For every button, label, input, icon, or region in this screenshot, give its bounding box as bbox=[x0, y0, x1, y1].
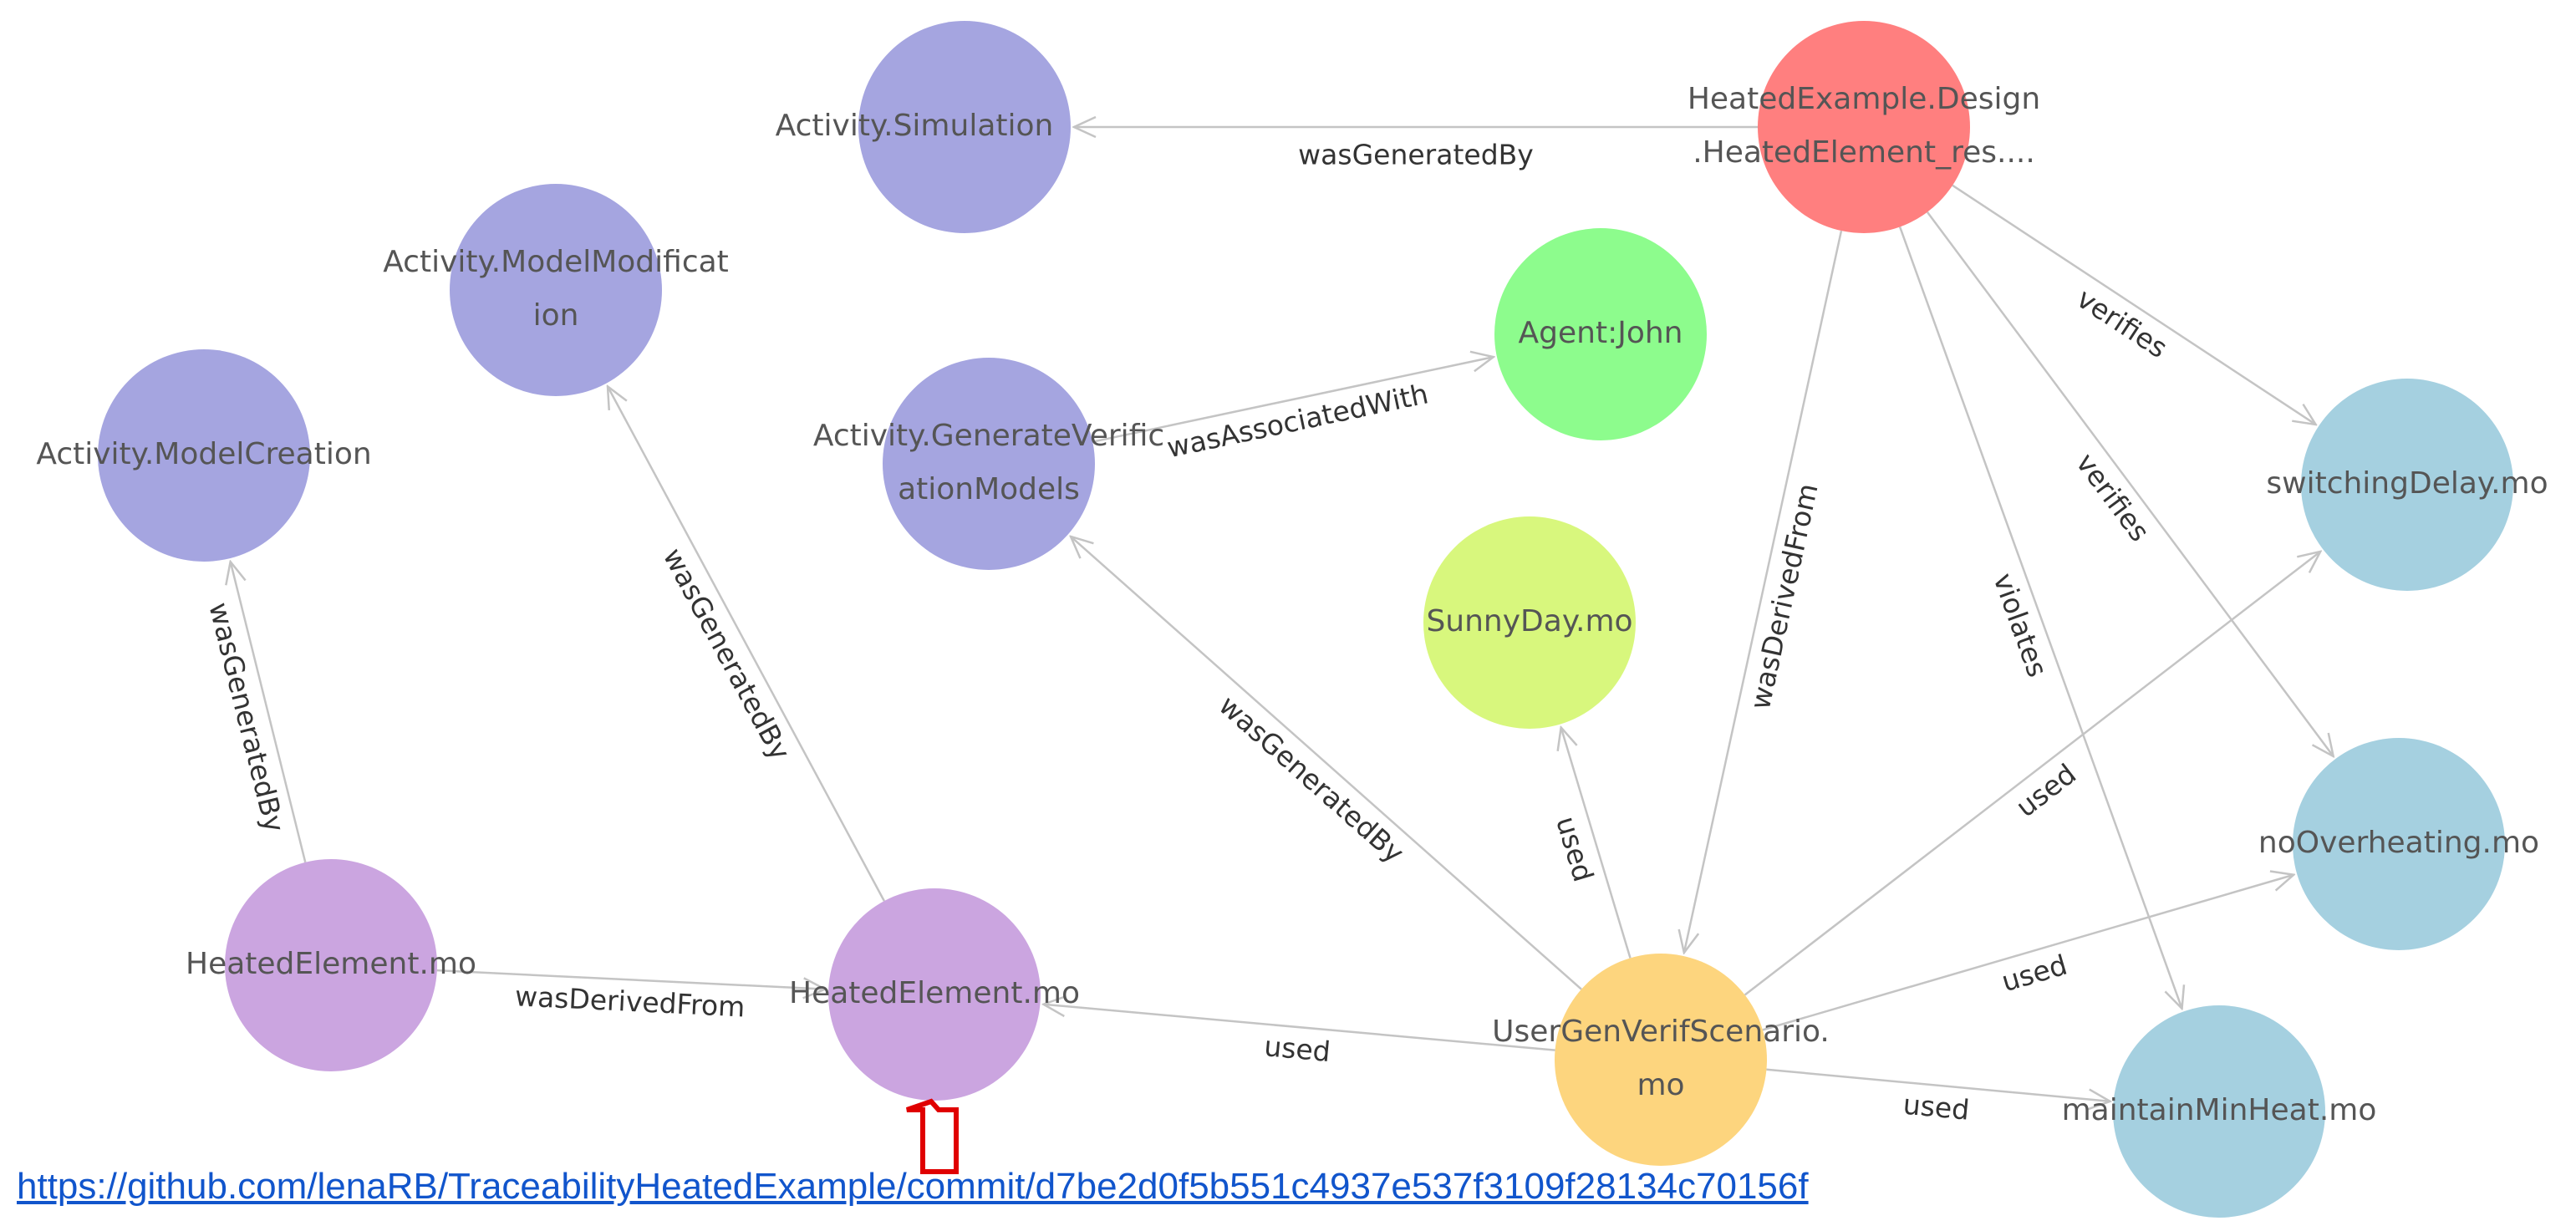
node-circle bbox=[828, 888, 1041, 1101]
node-label: UserGenVerifScenario. bbox=[1492, 1015, 1830, 1049]
node-circle bbox=[1555, 954, 1767, 1166]
edge-line bbox=[1762, 875, 2293, 1031]
node-label: HeatedElement.mo bbox=[186, 947, 476, 981]
node-circle bbox=[1423, 516, 1636, 729]
edge-label: wasGeneratedBy bbox=[657, 542, 797, 766]
node-he2[interactable]: HeatedElement.mo bbox=[789, 888, 1080, 1101]
edge-res-switch[interactable]: verifies bbox=[1952, 184, 2316, 425]
node-circle bbox=[858, 21, 1071, 233]
node-label: maintainMinHeat.mo bbox=[2062, 1093, 2377, 1127]
edge-user-sunny[interactable]: used bbox=[1550, 727, 1632, 959]
node-label: ion bbox=[533, 298, 579, 333]
edge-label: used bbox=[1263, 1030, 1332, 1068]
node-res[interactable]: HeatedExample.Design .HeatedElement_res..… bbox=[1688, 21, 2040, 233]
node-circle bbox=[225, 859, 437, 1071]
edge-line bbox=[1043, 1005, 1555, 1051]
edge-line bbox=[1071, 537, 1582, 990]
node-switch[interactable]: switchingDelay.mo bbox=[2266, 379, 2548, 591]
node-user[interactable]: UserGenVerifScenario. mo bbox=[1492, 954, 1830, 1166]
edge-label: used bbox=[2009, 757, 2082, 823]
edge-label: wasDerivedFrom bbox=[1744, 481, 1825, 712]
edge-label: used bbox=[1550, 812, 1600, 885]
node-label: Activity.ModelCreation bbox=[36, 437, 371, 471]
edge-line bbox=[231, 562, 307, 863]
edge-line bbox=[1952, 184, 2316, 425]
node-nooh[interactable]: noOverheating.mo bbox=[2258, 738, 2539, 950]
edge-line bbox=[1744, 552, 2321, 996]
edge-label: wasAssociatedWith bbox=[1164, 377, 1431, 464]
node-circle bbox=[2301, 379, 2513, 591]
commit-link[interactable]: https://github.com/lenaRB/TraceabilityHe… bbox=[17, 1166, 1809, 1207]
node-circle bbox=[98, 349, 310, 562]
node-label: HeatedElement.mo bbox=[789, 976, 1080, 1010]
node-genver[interactable]: Activity.GenerateVerific ationModels bbox=[813, 358, 1164, 570]
node-circle bbox=[883, 358, 1095, 570]
edge-line bbox=[1766, 1068, 2110, 1101]
node-circle bbox=[1494, 228, 1707, 440]
edge-line bbox=[436, 969, 825, 989]
edge-label: wasGeneratedBy bbox=[1213, 689, 1411, 869]
node-john[interactable]: Agent:John bbox=[1494, 228, 1707, 440]
selection-arrow-marker bbox=[906, 1098, 959, 1174]
node-sim[interactable]: Activity.Simulation bbox=[776, 21, 1071, 233]
node-label: ationModels bbox=[898, 472, 1080, 506]
edge-label: used bbox=[1998, 949, 2070, 999]
edge-line bbox=[1684, 230, 1843, 953]
node-label: Activity.GenerateVerific bbox=[813, 419, 1164, 453]
edge-line bbox=[1561, 727, 1632, 959]
edge-label: wasGeneratedBy bbox=[1298, 139, 1534, 171]
edge-label: used bbox=[1901, 1088, 1971, 1127]
edge-user-he2[interactable]: used bbox=[1043, 1005, 1555, 1068]
node-create[interactable]: Activity.ModelCreation bbox=[36, 349, 372, 562]
node-circle bbox=[1758, 21, 1970, 233]
node-he1[interactable]: HeatedElement.mo bbox=[186, 859, 476, 1071]
node-label: mo bbox=[1637, 1068, 1684, 1102]
edge-line bbox=[1092, 357, 1494, 443]
node-label: switchingDelay.mo bbox=[2266, 466, 2548, 501]
edge-label: wasGeneratedBy bbox=[202, 599, 291, 836]
node-label: Agent:John bbox=[1519, 316, 1683, 350]
node-minheat[interactable]: maintainMinHeat.mo bbox=[2062, 1005, 2377, 1218]
node-circle bbox=[2113, 1005, 2325, 1218]
node-label: Activity.Simulation bbox=[776, 109, 1054, 143]
node-label: Activity.ModelModificat bbox=[383, 245, 729, 279]
node-label: .HeatedElement_res.... bbox=[1693, 135, 2035, 170]
edge-label: verifies bbox=[2071, 282, 2173, 364]
edge-he2-mod[interactable]: wasGeneratedBy bbox=[608, 386, 885, 902]
edge-res-user[interactable]: wasDerivedFrom bbox=[1684, 230, 1843, 953]
edge-line bbox=[1898, 226, 2181, 1008]
edge-line bbox=[1926, 211, 2334, 756]
node-label: HeatedExample.Design bbox=[1688, 82, 2040, 116]
node-mod[interactable]: Activity.ModelModificat ion bbox=[383, 184, 729, 396]
edge-res-sim[interactable]: wasGeneratedBy bbox=[1074, 127, 1758, 171]
node-label: SunnyDay.mo bbox=[1426, 604, 1632, 638]
edge-user-minheat[interactable]: used bbox=[1766, 1068, 2110, 1127]
edge-line bbox=[608, 386, 885, 902]
edge-he1-create[interactable]: wasGeneratedBy bbox=[202, 562, 307, 863]
node-circle bbox=[450, 184, 662, 396]
node-label: noOverheating.mo bbox=[2258, 826, 2539, 860]
edge-he1-he2[interactable]: wasDerivedFrom bbox=[436, 969, 825, 1024]
node-circle bbox=[2293, 738, 2505, 950]
edge-label: wasDerivedFrom bbox=[514, 979, 746, 1023]
node-sunny[interactable]: SunnyDay.mo bbox=[1423, 516, 1636, 729]
